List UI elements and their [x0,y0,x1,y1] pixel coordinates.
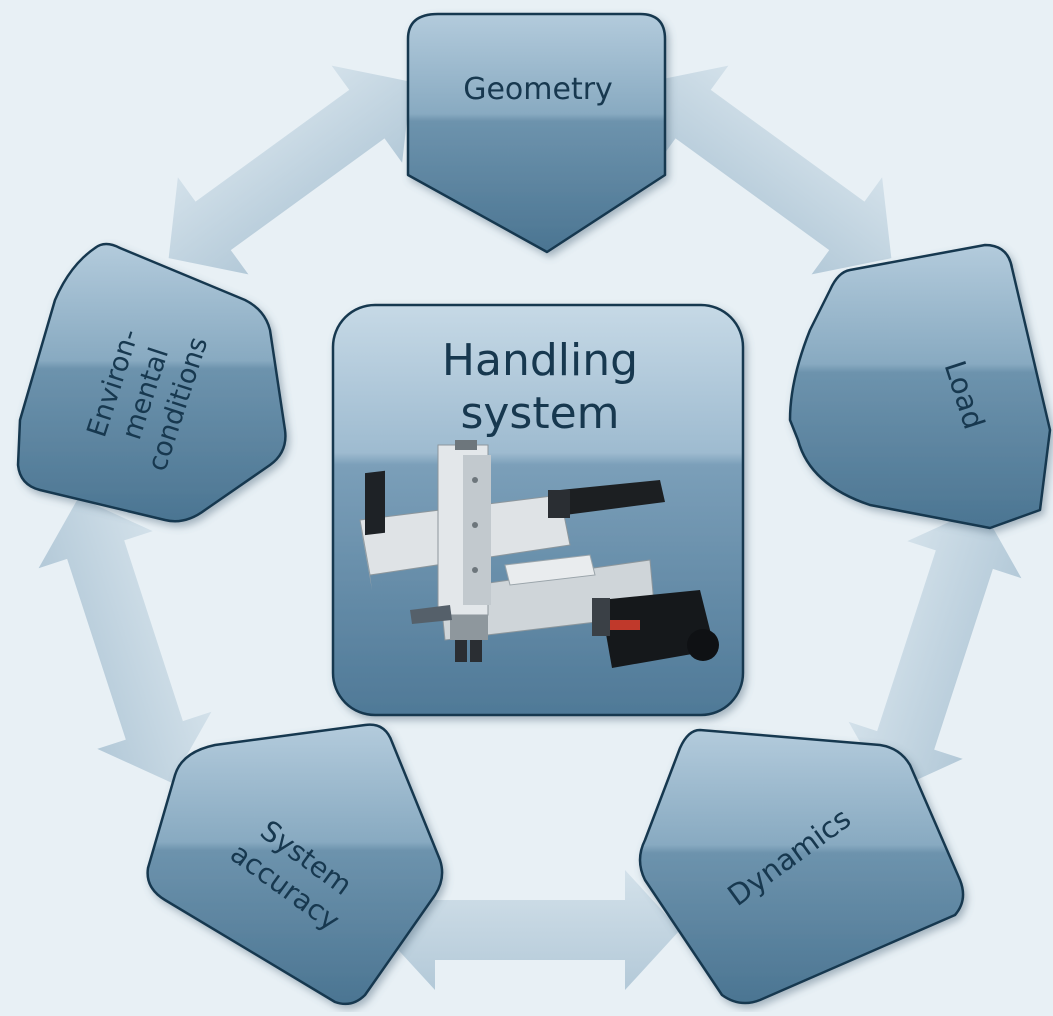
arrow-geometry-environment [133,33,447,307]
center-handling-system: Handling system [331,303,745,717]
node-geometry-label: Geometry [463,72,613,107]
center-title-line2: system [460,388,619,439]
handling-system-illustration [359,440,719,668]
node-load: Load [788,243,1052,530]
center-title-line1: Handling [442,335,638,386]
node-geometry: Geometry [406,12,667,254]
node-dynamics: Dynamics [638,728,965,1005]
node-environmental-conditions: Environ- mental conditions [16,242,287,523]
node-system-accuracy: System accuracy [146,723,444,1006]
